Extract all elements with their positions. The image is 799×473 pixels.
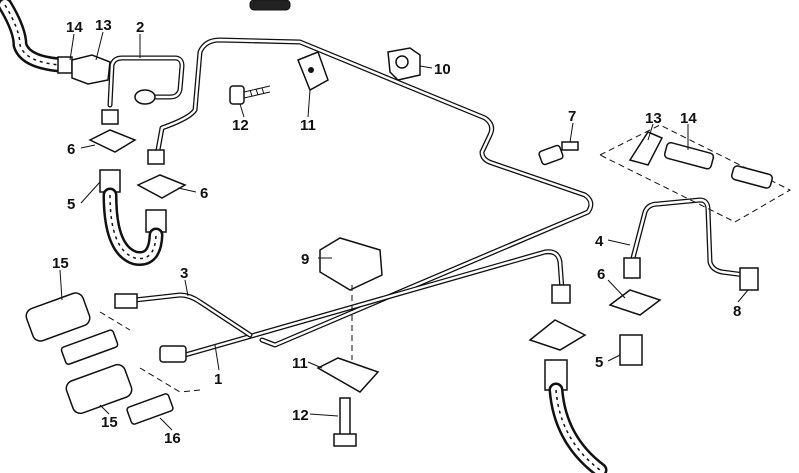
fitting-7 (538, 141, 579, 166)
clip-6-b (136, 174, 187, 199)
callout-15: 15 (101, 414, 118, 431)
callout-6: 6 (200, 185, 208, 202)
hose-14-right (663, 141, 773, 189)
callout-13: 13 (95, 17, 112, 34)
brake-pipe-1 (182, 249, 565, 358)
assembly-guides (99, 311, 201, 393)
callout-12: 12 (232, 117, 249, 134)
hose-5-left (99, 109, 167, 266)
callout-6: 6 (597, 266, 605, 283)
callout-6: 6 (67, 141, 75, 158)
fitting-pipe-1-end (551, 284, 571, 304)
callout-15: 15 (52, 255, 69, 272)
callout-14: 14 (680, 110, 697, 127)
clip-hole (308, 67, 314, 73)
leader-lines (59, 31, 749, 431)
callout-1: 1 (214, 371, 222, 388)
brake-pipe-2 (107, 55, 185, 108)
callout-5: 5 (595, 354, 603, 371)
callout-4: 4 (595, 233, 604, 250)
hose-5-right-end (619, 334, 643, 366)
callout-10: 10 (434, 61, 451, 78)
hose-bottom-right (544, 359, 608, 473)
callout-13: 13 (645, 110, 662, 127)
clip-6-c (608, 289, 662, 316)
top-fitting (249, 0, 291, 11)
fitting-pipe-4 (623, 257, 641, 279)
fitting-8 (739, 267, 759, 291)
callout-7: 7 (568, 108, 576, 125)
callout-3: 3 (180, 265, 188, 282)
pipe-2-fitting (134, 89, 156, 105)
hose-top-left (0, 0, 73, 74)
clip-bracket-right (528, 319, 587, 351)
callout-14: 14 (66, 19, 83, 36)
valve-15-top (25, 292, 138, 365)
assembly-outline (598, 124, 792, 223)
callout-8: 8 (733, 303, 741, 320)
callout-16: 16 (164, 430, 181, 447)
callout-11: 11 (292, 355, 308, 372)
clip-9 (319, 237, 383, 291)
callout-5: 5 (67, 196, 75, 213)
clip-11-bottom (316, 357, 380, 393)
grommet-hole (395, 55, 409, 69)
clip-6-a (88, 129, 137, 153)
bracket-13-right (628, 131, 664, 166)
brake-pipe-4 (630, 197, 748, 278)
brake-pipe-3 (132, 292, 253, 338)
adapter-16 (126, 345, 187, 425)
valve-15-bottom (65, 363, 133, 415)
callout-9: 9 (301, 251, 309, 268)
bracket-13-left (71, 54, 111, 85)
callout-2: 2 (136, 19, 144, 36)
callout-12: 12 (292, 407, 309, 424)
brake-pipe-main (155, 37, 594, 348)
bolt-12-top (229, 85, 271, 105)
callout-11: 11 (300, 117, 316, 134)
bolt-12-bottom (333, 397, 357, 447)
